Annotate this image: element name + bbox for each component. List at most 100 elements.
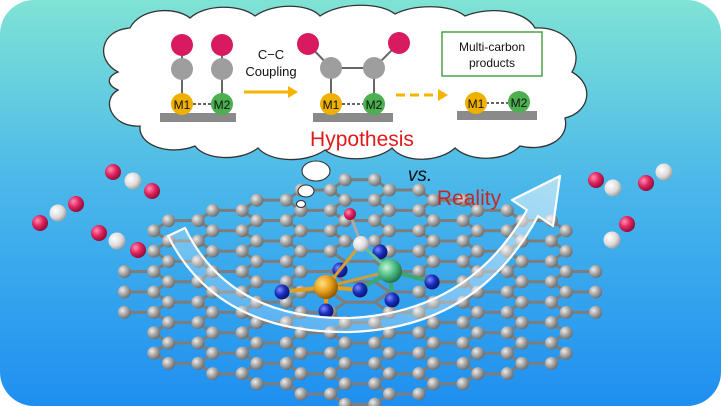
carbon-atom [338,397,352,406]
carbon-atom [471,305,485,319]
carbon-atom [368,214,382,228]
carbon-atom [324,387,338,401]
carbon-atom [412,224,426,238]
carbon-atom [559,326,573,340]
carbon-atom [544,356,558,370]
metal1-atom [320,93,342,115]
hypothesis-panel-3: M1 M2 [457,91,537,120]
co-molecule-icon [603,216,635,249]
carbon-atom [147,244,161,258]
carbon-atom [427,316,441,330]
carbon-atom [162,214,176,228]
carbon-atom [147,326,161,340]
carbon-atom [412,326,426,340]
molecule-atom [588,172,604,188]
molecule-atom [603,231,621,249]
metal2-label: M2 [366,98,383,112]
carbon-atom [544,316,558,330]
carbon-atom [324,203,338,217]
carbon-atom [294,346,308,360]
substrate-bar [160,113,236,122]
carbon-atom [279,336,293,350]
carbon-atom [191,336,205,350]
oxygen-atom [388,32,410,54]
carbon-atom [559,346,573,360]
carbon-atom [427,356,441,370]
carbon-atom [235,326,249,340]
oxygen-atom [171,34,193,56]
metal1-atom [465,92,487,114]
carbon-atom [320,57,342,79]
metal2-label: M2 [511,96,528,110]
carbon-atom [515,275,529,289]
co-molecule-icon [91,225,146,258]
metal2-site [378,259,402,283]
co-molecule-icon [588,172,622,197]
carbon-atom [471,367,485,381]
carbon-atom [500,367,514,381]
metal2-atom [211,93,233,115]
carbon-atom [368,377,382,391]
carbon-atom [162,336,176,350]
carbon-atom [206,326,220,340]
carbon-bond [373,280,391,294]
carbon-atom [191,295,205,309]
carbon-atom [235,367,249,381]
molecule-atom [638,175,654,191]
carbon-atom [171,58,193,80]
carbon-atom [382,367,396,381]
carbon-atom [363,57,385,79]
substrate-bar [313,113,393,122]
carbon-atom [412,203,426,217]
carbon-atom [324,346,338,360]
carbon-atom [324,224,338,238]
carbon-atom [456,254,470,268]
carbon-atom [412,285,426,299]
carbon-atom [250,254,264,268]
carbon-atom [250,234,264,248]
molecule-atom [604,179,622,197]
carbon-atom [471,244,485,258]
carbon-atom [250,356,264,370]
carbon-atom [589,305,603,319]
carbon-atom [500,203,514,217]
metal1-site [314,275,338,299]
carbon-atom [338,234,352,248]
carbon-atom [456,336,470,350]
carbon-bond [373,290,391,304]
carbon-atom [471,203,485,217]
carbon-atom [147,305,161,319]
metal1-atom [171,93,193,115]
carbon-atom [412,387,426,401]
carbon-atom [412,265,426,279]
co-molecules-group [32,163,673,258]
carbon-atom [235,265,249,279]
carbon-atom [559,265,573,279]
carbon-atom [235,346,249,360]
carbon-atom [471,346,485,360]
carbon-atom [250,193,264,207]
carbon-atom [544,295,558,309]
carbon-atom [294,224,308,238]
carbon-atom [147,224,161,238]
carbon-atom [162,275,176,289]
carbon-atom [515,356,529,370]
carbon-atom [544,275,558,289]
carbon-atom [456,316,470,330]
carbon-atom [368,234,382,248]
carbon-atom [147,346,161,360]
carbon-atom [412,367,426,381]
carbon-atom [382,346,396,360]
coupling-label-line2: Coupling [245,64,296,79]
metal1-label: M1 [174,98,191,112]
metal1-label: M1 [468,97,485,111]
curved-arrow-icon [166,174,562,334]
coupling-label-line1: C−C [258,47,284,62]
carbon-atom [324,183,338,197]
molecule-atom [49,204,67,222]
molecule-atom [619,216,635,232]
carbon-atom [162,295,176,309]
carbon-atom [206,244,220,258]
carbon-atom [338,336,352,350]
carbon-atom [559,285,573,299]
